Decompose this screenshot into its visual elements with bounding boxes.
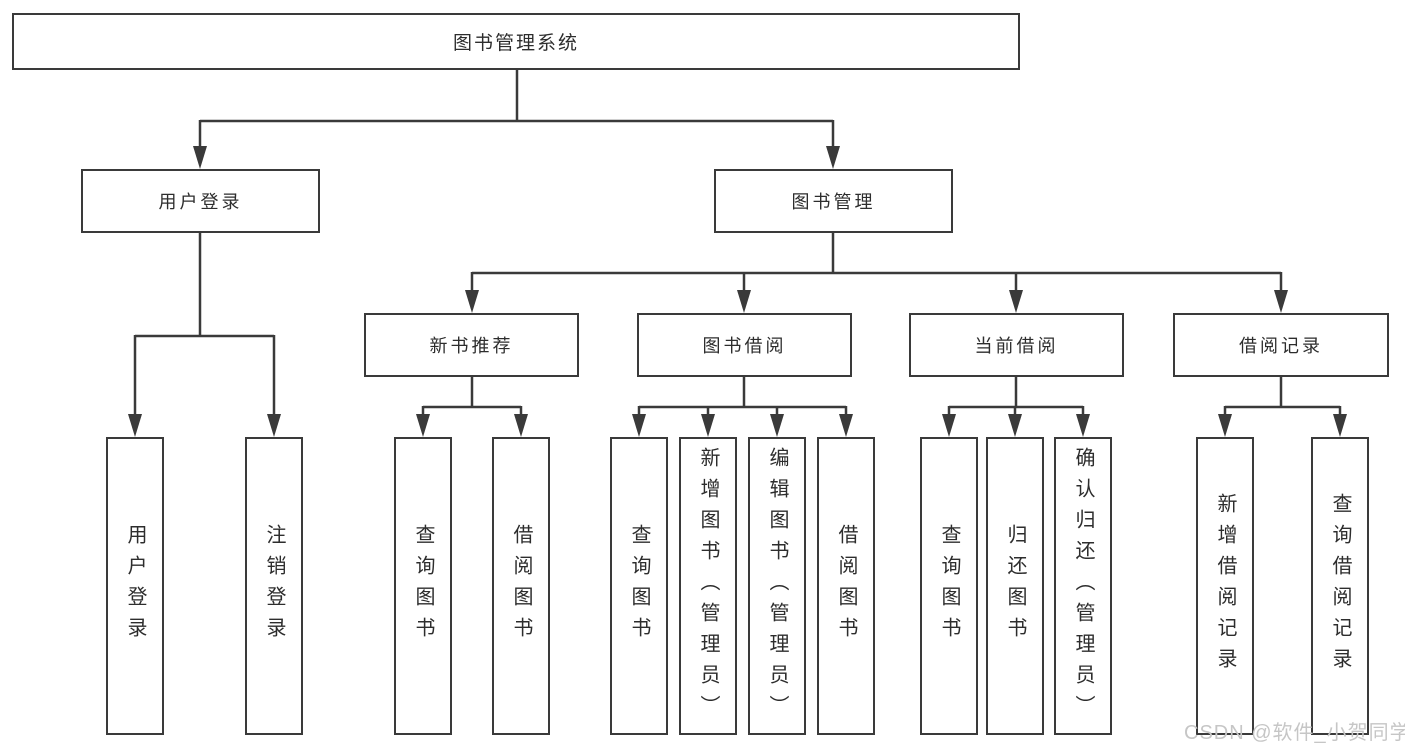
node-label: 确认归还（管理员） — [1072, 446, 1094, 726]
arrowhead — [1008, 414, 1022, 437]
arrowhead — [1274, 290, 1288, 313]
node-book-borrowing: 图书借阅 — [637, 313, 852, 377]
node-label: 借阅记录 — [1239, 336, 1323, 356]
node-label: 图书管理 — [791, 192, 876, 212]
leaf-logout: 注销登录 — [245, 437, 303, 735]
node-label: 查询图书 — [412, 524, 434, 648]
arrowhead — [737, 290, 751, 313]
edge-borrow-records-to-leaves — [1218, 377, 1347, 437]
node-label: 编辑图书（管理员） — [766, 446, 788, 726]
arrowhead — [839, 414, 853, 437]
arrowhead — [514, 414, 528, 437]
leaf-borrow-query-books: 查询图书 — [610, 437, 668, 735]
leaf-current-confirm-return-admin: 确认归还（管理员） — [1054, 437, 1112, 735]
edge-root-to-level1 — [193, 70, 840, 169]
node-label: 用户登录 — [124, 524, 146, 648]
arrowhead — [942, 414, 956, 437]
arrowhead — [701, 414, 715, 437]
leaf-records-add-record: 新增借阅记录 — [1196, 437, 1254, 735]
edge-user-login-to-leaves — [128, 233, 281, 437]
node-current-borrowing: 当前借阅 — [909, 313, 1124, 377]
watermark: CSDN @软件_小贺同学 — [1184, 722, 1405, 744]
leaf-borrow-add-books-admin: 新增图书（管理员） — [679, 437, 737, 735]
node-label: 查询借阅记录 — [1329, 493, 1351, 679]
arrowhead — [1218, 414, 1232, 437]
node-label: 新书推荐 — [429, 336, 514, 356]
leaf-user-login: 用户登录 — [106, 437, 164, 735]
leaf-current-return-books: 归还图书 — [986, 437, 1044, 735]
arrowhead — [128, 414, 142, 437]
node-borrow-records: 借阅记录 — [1173, 313, 1389, 377]
node-label: 归还图书 — [1004, 524, 1026, 648]
leaf-borrow-edit-books-admin: 编辑图书（管理员） — [748, 437, 806, 735]
arrowhead — [465, 290, 479, 313]
node-label: 查询图书 — [938, 524, 960, 648]
arrowhead — [826, 146, 840, 169]
node-label: 借阅图书 — [510, 524, 532, 648]
leaf-newbooks-query-books: 查询图书 — [394, 437, 452, 735]
leaf-borrow-borrow-books: 借阅图书 — [817, 437, 875, 735]
arrowhead — [1009, 290, 1023, 313]
node-user-login: 用户登录 — [81, 169, 320, 233]
arrowhead — [193, 146, 207, 169]
node-label: 图书管理系统 — [452, 33, 579, 54]
leaf-newbooks-borrow-books: 借阅图书 — [492, 437, 550, 735]
arrowhead — [267, 414, 281, 437]
arrowhead — [1076, 414, 1090, 437]
node-label: 借阅图书 — [835, 524, 857, 648]
leaf-current-query-books: 查询图书 — [920, 437, 978, 735]
node-label: 注销登录 — [263, 524, 285, 648]
node-label: 新增图书（管理员） — [697, 446, 719, 726]
arrowhead — [416, 414, 430, 437]
edge-current-borrow-to-leaves — [942, 377, 1090, 437]
node-label: 用户登录 — [158, 192, 243, 212]
edge-book-mgmt-to-level2 — [465, 233, 1288, 313]
edge-book-borrow-to-leaves — [632, 377, 853, 437]
arrowhead — [770, 414, 784, 437]
node-label: 当前借阅 — [974, 336, 1059, 356]
node-label: 图书借阅 — [702, 336, 787, 356]
arrowhead — [632, 414, 646, 437]
node-new-book-recommend: 新书推荐 — [364, 313, 579, 377]
node-book-management: 图书管理 — [714, 169, 953, 233]
node-label: 新增借阅记录 — [1214, 493, 1236, 679]
arrowhead — [1333, 414, 1347, 437]
edge-new-books-to-leaves — [416, 377, 528, 437]
node-library-system: 图书管理系统 — [12, 13, 1020, 70]
node-label: 查询图书 — [628, 524, 650, 648]
leaf-records-query-record: 查询借阅记录 — [1311, 437, 1369, 735]
